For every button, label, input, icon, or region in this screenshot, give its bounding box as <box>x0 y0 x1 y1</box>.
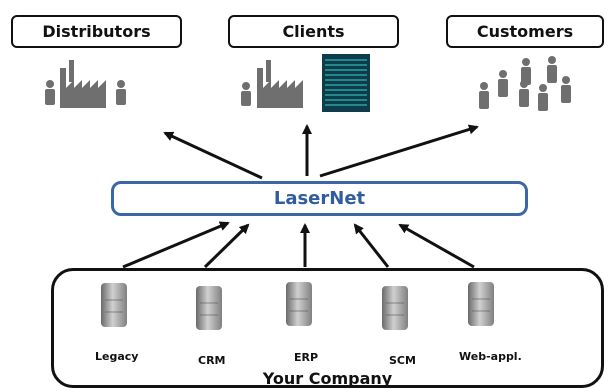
factory-icon <box>257 60 303 108</box>
distributors-icon <box>45 60 126 108</box>
person-icon <box>116 80 126 105</box>
lasernet-label: LaserNet <box>273 188 366 209</box>
person-icon <box>241 82 251 106</box>
customers-box: Customers <box>446 15 604 48</box>
crm-server-icon <box>196 286 222 330</box>
arrow-from-crm <box>203 223 250 269</box>
customers-icon <box>479 56 571 111</box>
clients-icon <box>241 54 370 112</box>
company-container: Your Company <box>51 268 604 388</box>
system-label-erp: ERP <box>294 351 319 364</box>
clients-box: Clients <box>228 15 399 48</box>
system-label-web-appl: Web-appl. <box>459 350 522 363</box>
person-icon <box>547 56 557 83</box>
arrow-to-distributors <box>163 131 263 180</box>
person-icon <box>479 82 489 109</box>
person-icon <box>561 76 571 103</box>
company-label: Your Company <box>262 369 393 388</box>
distributors-box: Distributors <box>11 15 182 48</box>
system-label-scm: SCM <box>389 354 416 367</box>
system-label-legacy: Legacy <box>95 350 139 363</box>
scm-server-icon <box>382 286 408 330</box>
person-icon <box>538 84 548 111</box>
legacy-server-icon <box>101 283 127 327</box>
person-icon <box>498 70 508 97</box>
person-icon <box>45 80 55 105</box>
person-icon <box>519 80 529 107</box>
office-building-icon <box>322 54 370 112</box>
arrow-from-scm <box>353 223 390 268</box>
system-label-crm: CRM <box>198 354 226 367</box>
inbound-arrows <box>122 221 475 269</box>
arrow-from-legacy <box>122 221 230 269</box>
erp-server-icon <box>286 282 312 326</box>
lasernet-hub: LaserNet <box>111 181 528 216</box>
arrow-to-customers <box>319 124 479 178</box>
clients-label: Clients <box>282 22 345 41</box>
customers-label: Customers <box>476 22 574 41</box>
arrow-from-web-appl <box>398 223 475 269</box>
web-appl-server-icon <box>468 282 494 326</box>
distributors-label: Distributors <box>42 22 151 41</box>
outbound-arrows <box>163 124 479 180</box>
factory-icon <box>60 60 106 108</box>
